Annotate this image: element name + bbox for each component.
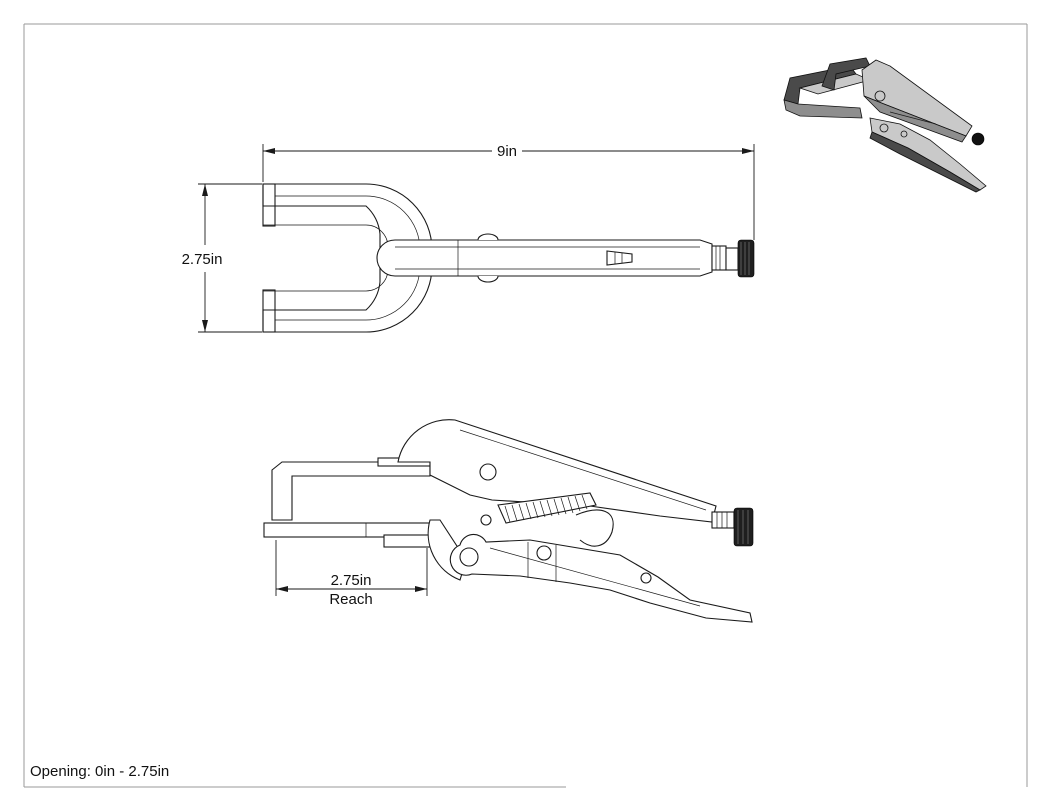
reach-dimension-value: 2.75in	[331, 572, 372, 589]
isometric-view	[783, 57, 987, 193]
lower-handle-side-view	[449, 509, 753, 623]
side-view: 2.75in Reach	[263, 419, 754, 623]
width-dimension: 2.75in	[182, 183, 262, 333]
top-view: 9in 2.75in	[182, 143, 755, 333]
handle-top-view	[376, 233, 755, 283]
opening-spec: Opening: 0in - 2.75in	[30, 763, 169, 780]
length-dimension: 9in	[262, 143, 755, 240]
jaw-top-view	[262, 183, 433, 333]
width-dimension-label: 2.75in	[182, 251, 223, 268]
spring	[480, 492, 597, 526]
adjust-screw-side-view	[711, 507, 754, 547]
reach-dimension: 2.75in Reach	[275, 540, 428, 608]
jaw-side-view	[263, 457, 439, 548]
length-dimension-label: 9in	[497, 143, 517, 160]
reach-dimension-label: Reach	[329, 591, 372, 608]
drawing-border	[23, 23, 1028, 788]
